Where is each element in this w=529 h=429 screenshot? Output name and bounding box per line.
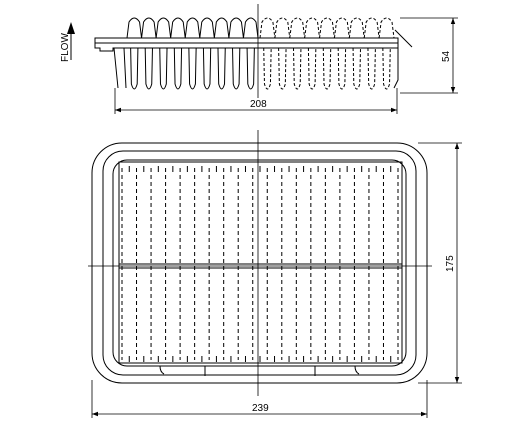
top-view-tabs (159, 365, 360, 376)
side-view-pleats-right (259, 17, 395, 90)
side-view-left-taper (113, 47, 127, 89)
side-view-pleats-left (126, 17, 259, 90)
side-view-pleat-folds-solid (126, 17, 259, 90)
dimension-arrowhead (454, 143, 460, 149)
dimension-arrowhead (92, 411, 98, 417)
top-view-dimensions (91, 142, 462, 418)
dimension-arrowhead (421, 411, 427, 417)
dimension-arrowhead (450, 18, 456, 24)
dim-depth-label: 175 (445, 255, 456, 272)
top-view-outer-frame (91, 142, 428, 384)
side-view-pleat-folds-dashed (259, 17, 395, 90)
top-view-media-area (118, 161, 403, 364)
top-view (91, 142, 428, 384)
top-view-seal-outer (102, 150, 417, 376)
dimension-arrowhead (454, 377, 460, 383)
dim-overall-width-label: 239 (252, 403, 269, 414)
dim-height-label: 54 (441, 50, 452, 62)
dim-top-width-label: 208 (250, 99, 267, 110)
top-view-center-lines (88, 130, 432, 396)
side-view-flange (94, 37, 399, 52)
side-view (94, 4, 413, 98)
flow-label: FLOW (60, 33, 71, 62)
dimension-arrowhead (115, 107, 121, 113)
dimension-arrowhead (450, 87, 456, 93)
side-view-dimensions (114, 17, 458, 114)
dimension-arrowheads (92, 18, 460, 417)
top-view-seal-inner (112, 159, 407, 367)
dimension-arrowhead (391, 107, 397, 113)
flow-indicator: FLOW (60, 22, 75, 62)
side-view-right-taper (393, 48, 399, 89)
side-view-corner-bevel (394, 29, 413, 48)
flow-arrow-head (67, 22, 75, 34)
top-view-pleats (121, 166, 399, 362)
